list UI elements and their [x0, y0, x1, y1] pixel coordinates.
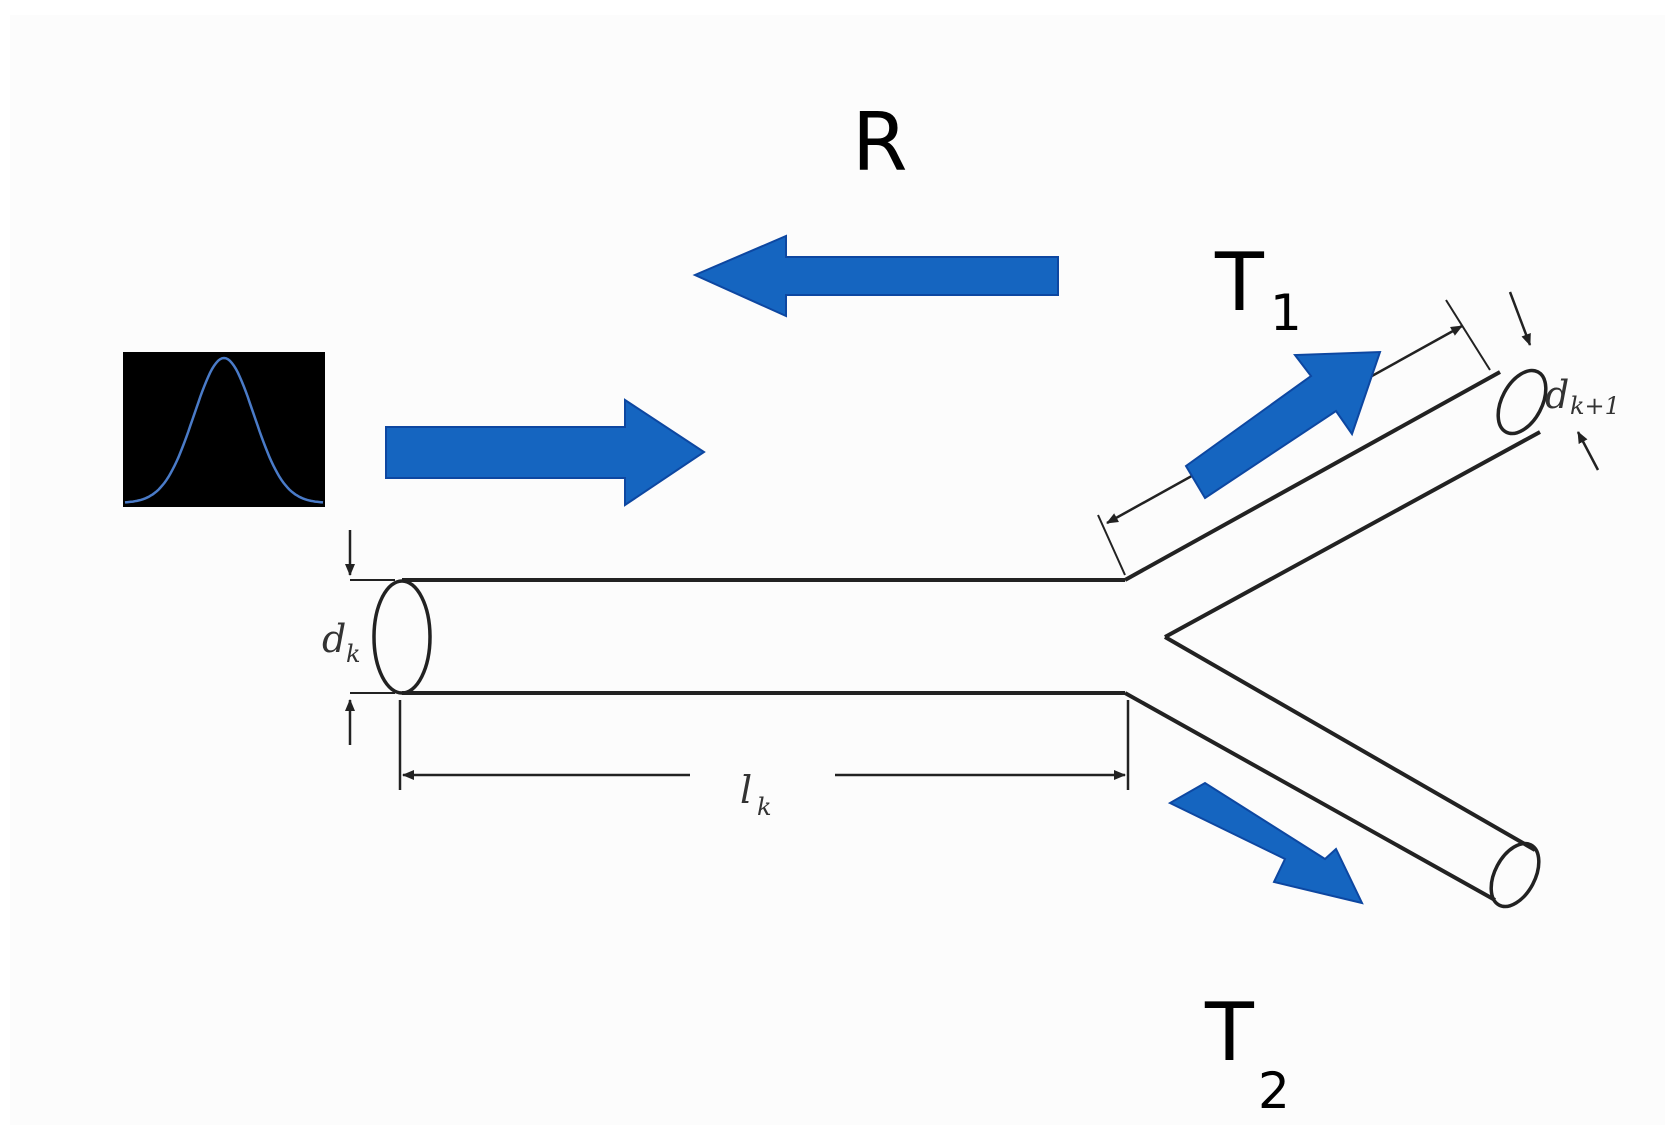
- daughter-diameter-arrow-top: [1508, 291, 1532, 346]
- daughter-diameter-label: d: [1545, 373, 1569, 417]
- transmitted-2-label: T: [1204, 986, 1255, 1079]
- transmitted-1-label: T: [1214, 236, 1265, 329]
- transmitted-1-arrow-icon: [1184, 350, 1382, 500]
- daughter-diameter-subscript: k+1: [1570, 392, 1620, 420]
- daughter-length-ext-end: [1445, 299, 1491, 371]
- reflected-arrow-icon: [692, 234, 1059, 318]
- diagram-background: [10, 15, 1665, 1125]
- daughter-diameter-arrow-bottom: [1576, 431, 1600, 471]
- parent-vessel: [372, 578, 1125, 695]
- lower-branch-inner-wall: [1164, 635, 1536, 852]
- transmitted-2-subscript: 2: [1258, 1062, 1290, 1120]
- parent-length-label: l: [740, 768, 752, 812]
- daughter-branch-lower: [1124, 635, 1541, 909]
- lower-branch-opening: [1489, 841, 1541, 909]
- reflected-label: R: [852, 96, 908, 189]
- incident-arrow-icon: [385, 398, 706, 507]
- dimension-parent-length: [398, 700, 1130, 790]
- upper-branch-inner-wall: [1164, 430, 1541, 639]
- upper-branch-opening: [1496, 368, 1548, 436]
- parent-length-subscript: k: [757, 793, 772, 821]
- flow-arrows: [385, 234, 1382, 905]
- gaussian-pulse-icon: [123, 352, 325, 507]
- parent-diameter-label: d: [322, 617, 346, 661]
- pulse-curve: [124, 356, 324, 504]
- dimension-parent-diameter: [345, 530, 395, 745]
- parent-diameter-subscript: k: [346, 640, 361, 668]
- dimension-daughter-diameter: [1508, 291, 1600, 471]
- lower-branch-outer-wall: [1124, 691, 1496, 902]
- pulse-background: [123, 352, 325, 507]
- transmitted-1-subscript: 1: [1270, 284, 1302, 342]
- daughter-length-ext-start: [1097, 514, 1126, 576]
- parent-vessel-opening: [372, 579, 432, 695]
- transmitted-2-arrow-icon: [1167, 781, 1364, 905]
